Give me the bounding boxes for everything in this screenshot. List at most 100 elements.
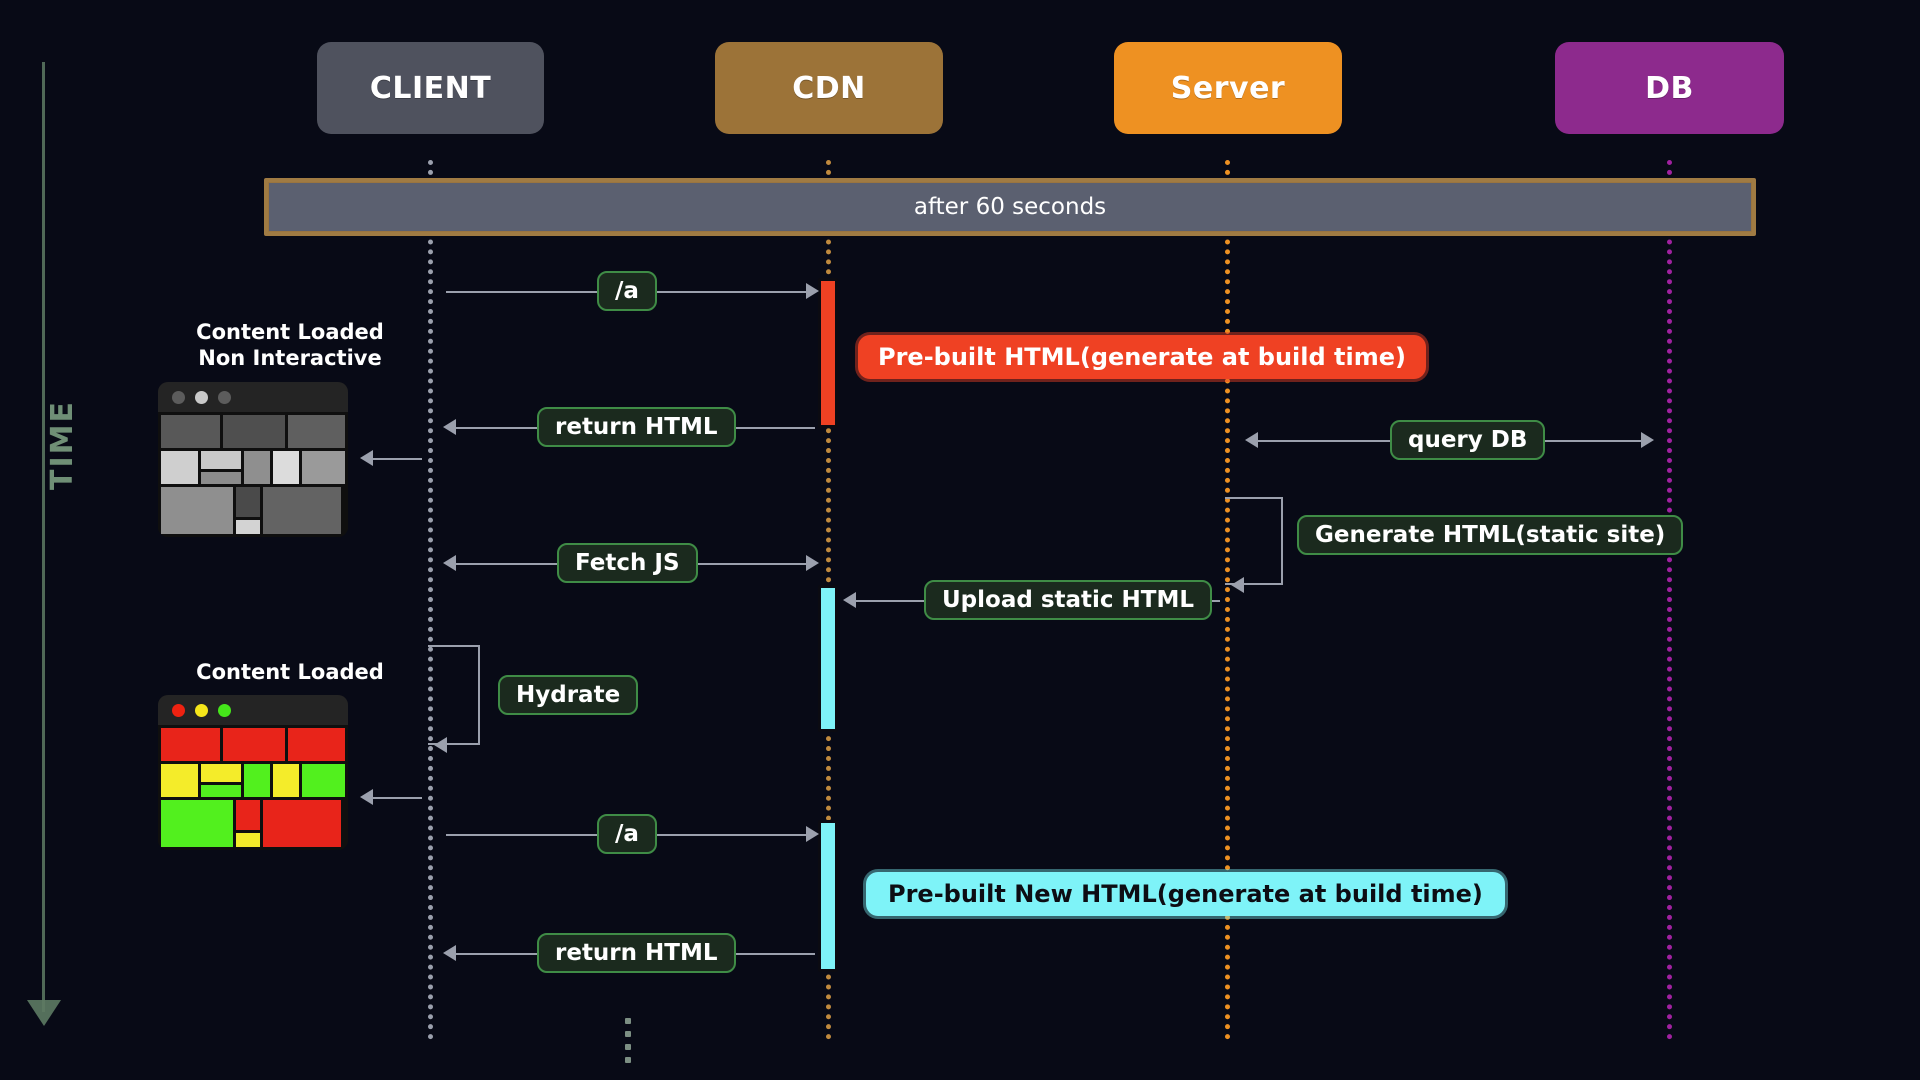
lifeline-server (1225, 160, 1230, 1040)
arrow-head-return-html-1-icon (443, 419, 456, 435)
arrow-head-to-mockup-interactive-icon (360, 789, 373, 805)
message-label-return-html-2-text: return HTML (555, 940, 718, 966)
window-dot-3-icon (218, 390, 231, 404)
mockup-block (273, 451, 299, 484)
browser-mockup-interactive (158, 695, 348, 850)
participant-db[interactable]: DB (1555, 42, 1784, 134)
mockup-block (201, 472, 242, 484)
note-prebuilt-new-html-text: Pre-built New HTML(generate at build tim… (888, 880, 1483, 908)
message-label-hydrate[interactable]: Hydrate (498, 675, 639, 715)
arrow-head-query-db-left-icon (1245, 432, 1258, 448)
mockup-block (161, 764, 199, 797)
mockup-block (161, 728, 221, 761)
arrow-head-hydrate-icon (434, 737, 447, 753)
mockup-row (161, 415, 345, 448)
mockup-block (161, 800, 233, 847)
arrow-head-request-a-1-icon (806, 283, 819, 299)
time-axis-line (42, 62, 45, 1012)
mockup-stack (236, 800, 260, 847)
mockup-content-grid (158, 412, 348, 537)
time-axis-label: TIME (45, 400, 80, 490)
arrow-line-to-mockup-interactive (372, 797, 422, 799)
message-label-fetch-js-text: Fetch JS (575, 550, 680, 576)
window-dot-1-icon (172, 390, 185, 404)
message-label-upload-static-html-text: Upload static HTML (942, 587, 1195, 613)
arrow-head-fetch-js-left-icon (443, 555, 456, 571)
note-after-60-seconds: after 60 seconds (264, 178, 1756, 236)
message-label-generate-html[interactable]: Generate HTML(static site) (1297, 515, 1684, 555)
mockup-title-line-2: Non Interactive (198, 345, 382, 370)
message-label-fetch-js[interactable]: Fetch JS (557, 543, 698, 583)
window-dot-minimize-icon (195, 703, 208, 717)
participant-db-label: DB (1645, 70, 1694, 106)
mockup-titlebar (158, 382, 348, 412)
participant-server[interactable]: Server (1114, 42, 1342, 134)
mockup-block (263, 487, 341, 534)
arrow-head-fetch-js-right-icon (806, 555, 819, 571)
lifeline-client (428, 160, 433, 1040)
mockup-row (161, 764, 345, 797)
message-label-request-a-2[interactable]: /a (597, 814, 657, 854)
time-axis-arrowhead-icon (27, 1000, 61, 1026)
arrow-head-return-html-2-icon (443, 945, 456, 961)
message-label-request-a-1[interactable]: /a (597, 271, 657, 311)
browser-mockup-non-interactive (158, 382, 348, 537)
message-label-query-db[interactable]: query DB (1390, 420, 1546, 460)
window-dot-close-icon (172, 703, 185, 717)
mockup-block (161, 415, 221, 448)
message-label-query-db-text: query DB (1408, 427, 1528, 453)
mockup-title-non-interactive: Content Loaded Non Interactive (170, 320, 410, 371)
mockup-title-interactive: Content Loaded (170, 660, 410, 686)
arrow-head-query-db-right-icon (1641, 432, 1654, 448)
mockup-block (236, 800, 260, 830)
arrow-head-upload-static-html-icon (843, 592, 856, 608)
mockup-row (161, 728, 345, 761)
mockup-block (244, 764, 271, 797)
message-label-generate-html-text: Generate HTML(static site) (1315, 522, 1666, 548)
mockup-block (201, 451, 242, 469)
message-label-upload-static-html[interactable]: Upload static HTML (924, 580, 1213, 620)
participant-cdn[interactable]: CDN (715, 42, 943, 134)
mockup-title-line-1: Content Loaded (196, 660, 384, 684)
message-label-request-a-2-text: /a (615, 821, 639, 847)
mockup-title-line-1: Content Loaded (196, 320, 384, 344)
participant-server-label: Server (1170, 70, 1286, 106)
mockup-content-grid (158, 725, 348, 850)
mockup-block (201, 764, 242, 782)
mockup-block (263, 800, 341, 847)
participant-client-label: CLIENT (369, 70, 492, 106)
arrow-head-request-a-2-icon (806, 826, 819, 842)
participant-client[interactable]: CLIENT (317, 42, 544, 134)
mockup-stack (236, 487, 260, 534)
mockup-block (301, 451, 345, 484)
self-loop-generate-html (1225, 497, 1283, 585)
mockup-stack (201, 451, 242, 484)
mockup-block (287, 728, 345, 761)
message-label-return-html-1[interactable]: return HTML (537, 407, 736, 447)
mockup-block (161, 487, 233, 534)
message-label-return-html-1-text: return HTML (555, 414, 718, 440)
lifeline-db (1667, 160, 1672, 1040)
mockup-row (161, 800, 345, 847)
mockup-titlebar (158, 695, 348, 725)
mockup-block (223, 728, 285, 761)
mockup-row (161, 487, 345, 534)
arrow-head-generate-html-icon (1231, 577, 1244, 593)
note-prebuilt-html-text: Pre-built HTML(generate at build time) (878, 343, 1406, 371)
mockup-block (236, 487, 260, 517)
continuation-ellipsis-icon (625, 1018, 631, 1063)
mockup-block (161, 451, 199, 484)
mockup-row (161, 451, 345, 484)
mockup-block (273, 764, 299, 797)
note-after-60-seconds-label: after 60 seconds (913, 194, 1107, 220)
activation-cdn-second-request (818, 820, 838, 972)
mockup-block (223, 415, 285, 448)
mockup-block (244, 451, 271, 484)
window-dot-maximize-icon (218, 703, 231, 717)
mockup-block (287, 415, 345, 448)
activation-cdn-upload (818, 585, 838, 732)
self-loop-hydrate (428, 645, 480, 745)
message-label-return-html-2[interactable]: return HTML (537, 933, 736, 973)
mockup-block (201, 785, 242, 797)
